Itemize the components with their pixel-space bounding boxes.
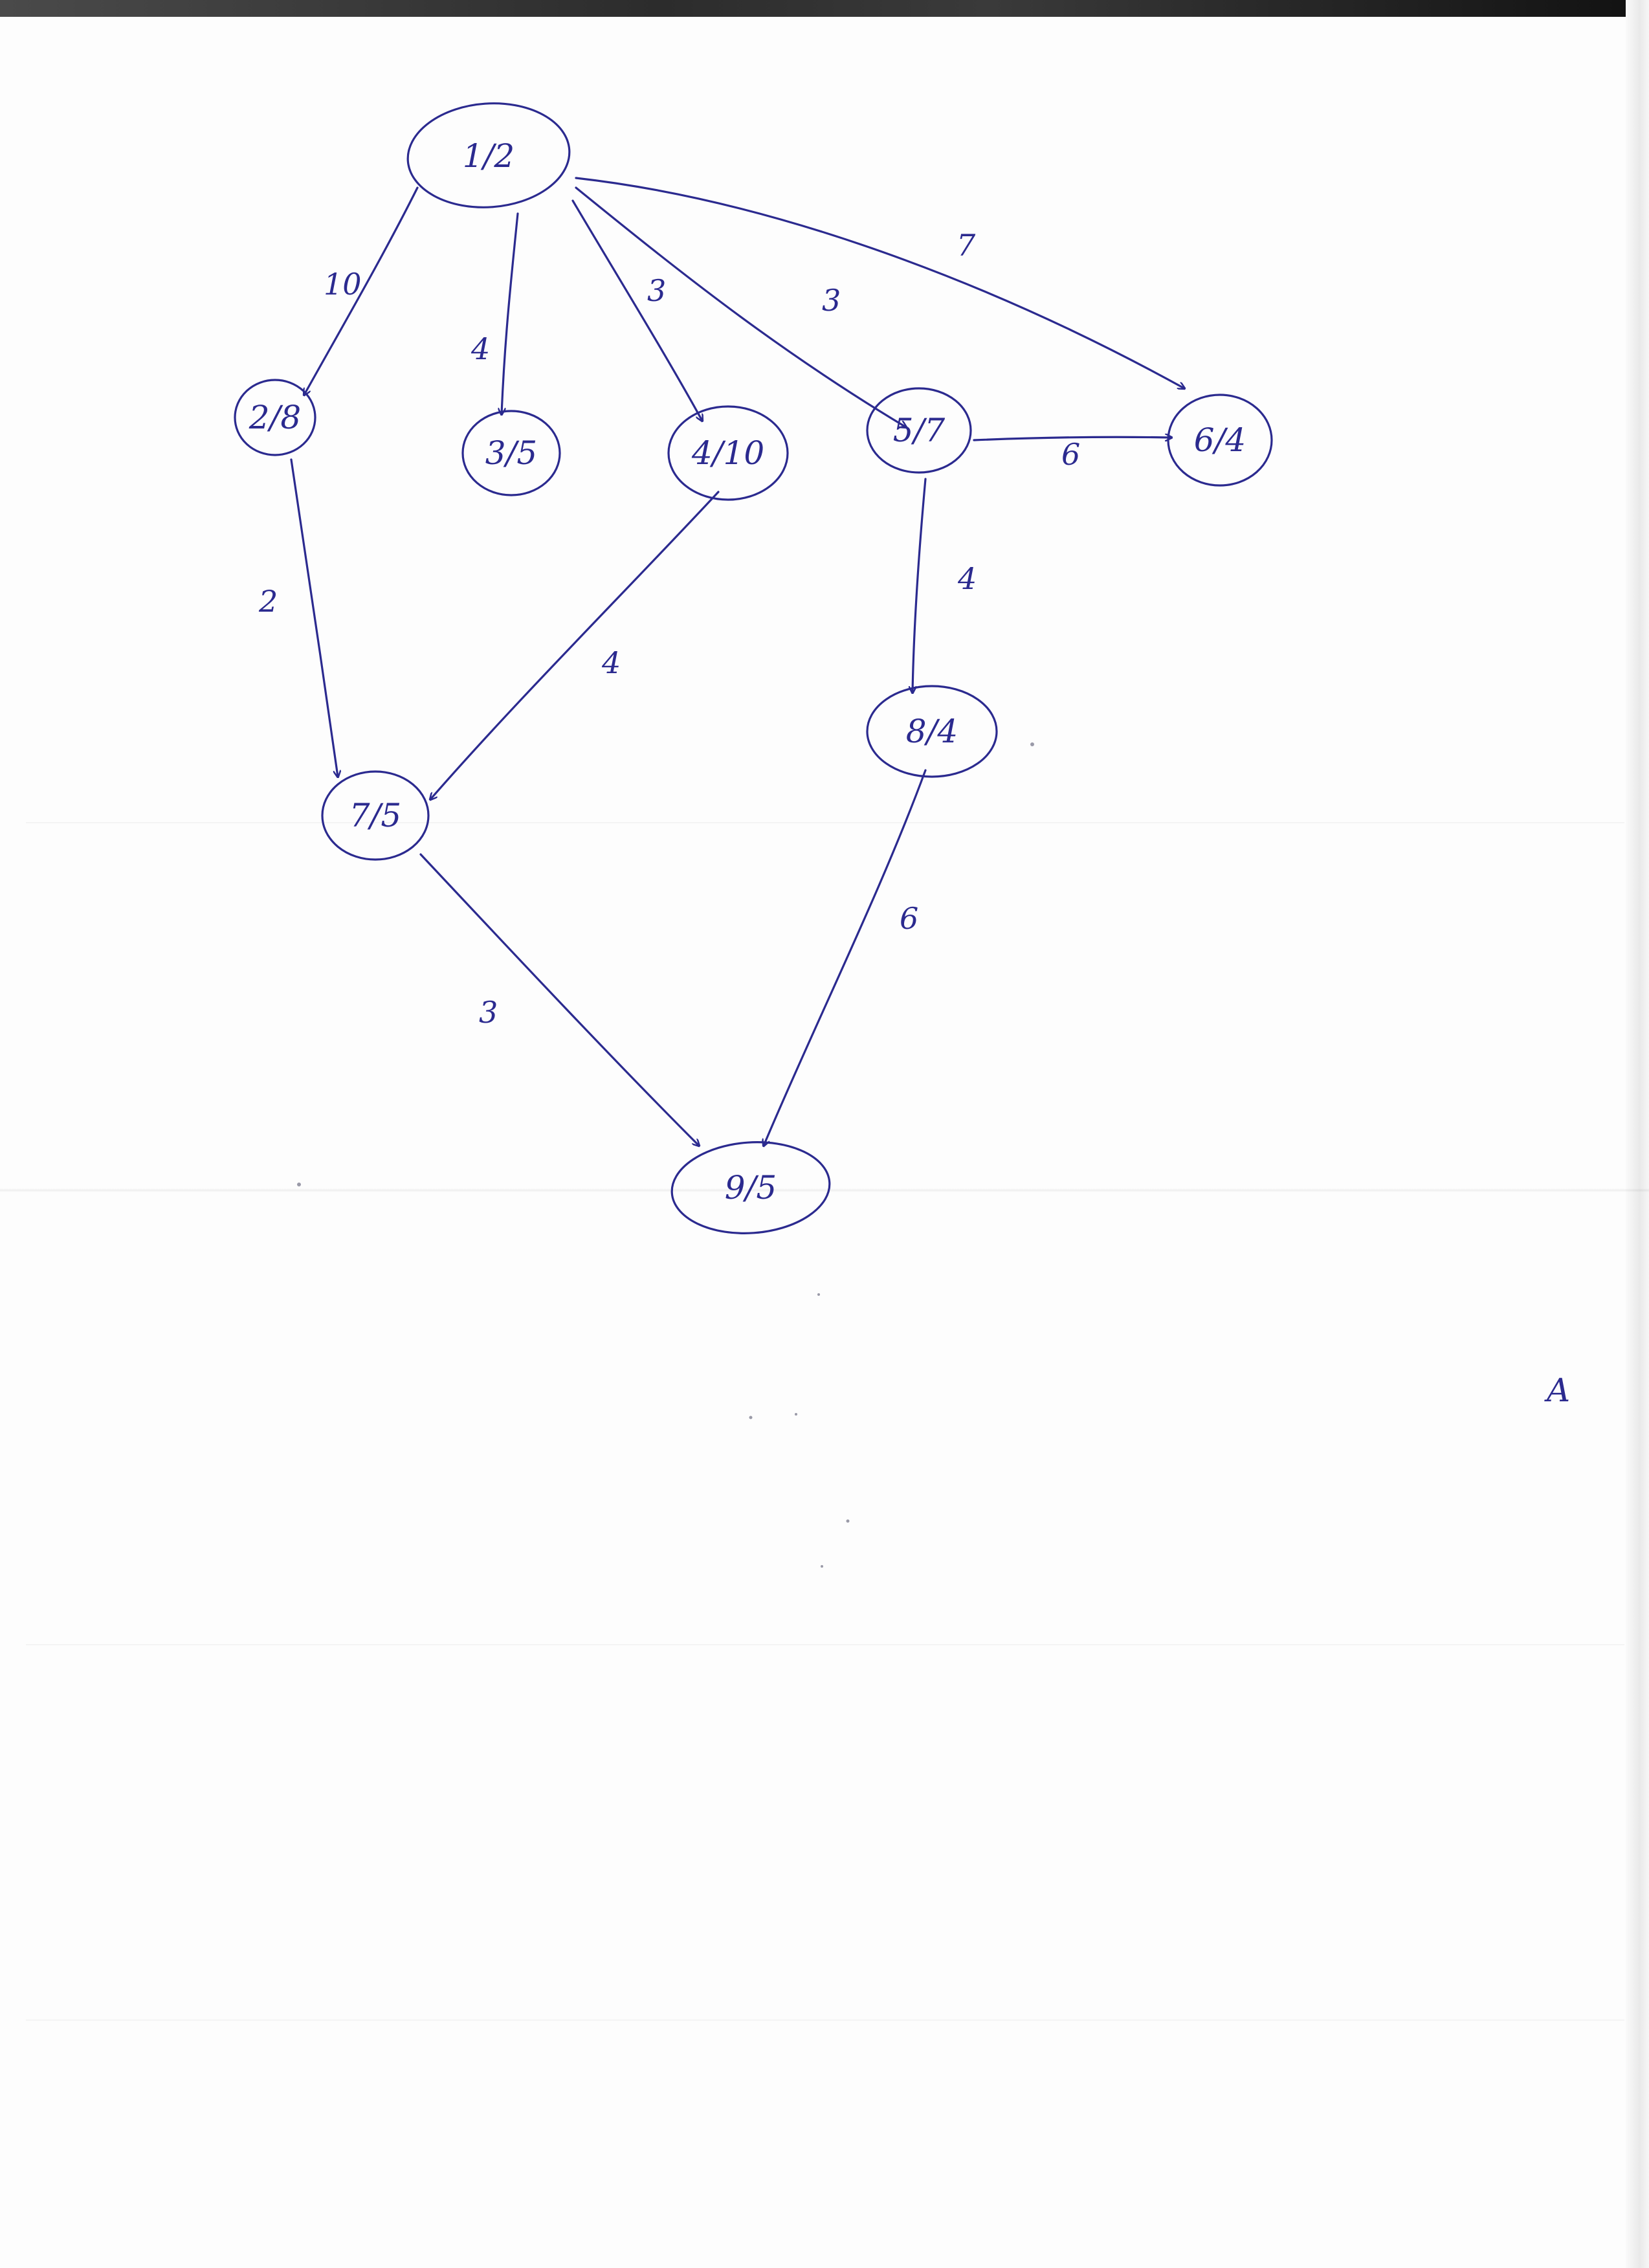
node-3: 3/5 [461, 410, 561, 496]
edge-2-7-weight: 2 [258, 584, 278, 619]
paper-fold [0, 1188, 1649, 1192]
edge-1-4-weight: 3 [647, 273, 666, 308]
edge-5-6 [973, 437, 1171, 440]
node-6: 6/4 [1167, 394, 1273, 487]
edge-4-7 [430, 491, 720, 799]
edge-5-8-weight: 4 [957, 561, 977, 596]
edge-1-5-weight: 3 [822, 283, 841, 318]
node-8: 8/4 [866, 685, 998, 778]
scan-right-edge [1626, 0, 1649, 2268]
node-9: 9/5 [670, 1141, 831, 1234]
node-2: 2/8 [234, 379, 316, 456]
node-5-label: 5/7 [893, 412, 946, 449]
edge-1-5 [575, 186, 906, 427]
edge-1-3-weight: 4 [470, 331, 490, 366]
node-7-label: 7/5 [349, 797, 401, 834]
edge-2-7 [290, 458, 338, 777]
node-1: 1/2 [406, 102, 571, 208]
node-4: 4/10 [667, 405, 789, 501]
edge-7-9-weight: 3 [479, 995, 498, 1030]
scan-specks [297, 742, 1034, 1568]
margin-mark: A [1544, 1372, 1570, 1409]
edge-5-6-weight: 6 [1061, 437, 1080, 472]
node-6-label: 6/4 [1194, 421, 1246, 459]
edge-8-9 [764, 769, 927, 1146]
edge-1-4 [571, 199, 702, 421]
node-3-label: 3/5 [485, 434, 537, 472]
edge-1-6-weight: 7 [957, 228, 976, 263]
edge-1-2 [304, 186, 419, 395]
node-9-label: 9/5 [725, 1169, 777, 1206]
edge-1-6 [575, 177, 1184, 388]
node-2-label: 2/8 [249, 399, 301, 436]
edge-8-9-weight: 6 [900, 901, 918, 936]
node-7: 7/5 [321, 770, 430, 861]
edge-1-2-weight: 10 [324, 267, 362, 302]
node-4-label: 4/10 [691, 434, 764, 472]
node-1-label: 1/2 [463, 137, 515, 175]
edge-5-8 [913, 478, 927, 693]
node-5: 5/7 [866, 387, 972, 474]
edge-1-3 [502, 212, 519, 414]
node-8-label: 8/4 [906, 713, 958, 750]
edge-4-7-weight: 4 [601, 645, 621, 680]
scan-top-edge [0, 0, 1649, 17]
edge-7-9 [419, 853, 699, 1146]
